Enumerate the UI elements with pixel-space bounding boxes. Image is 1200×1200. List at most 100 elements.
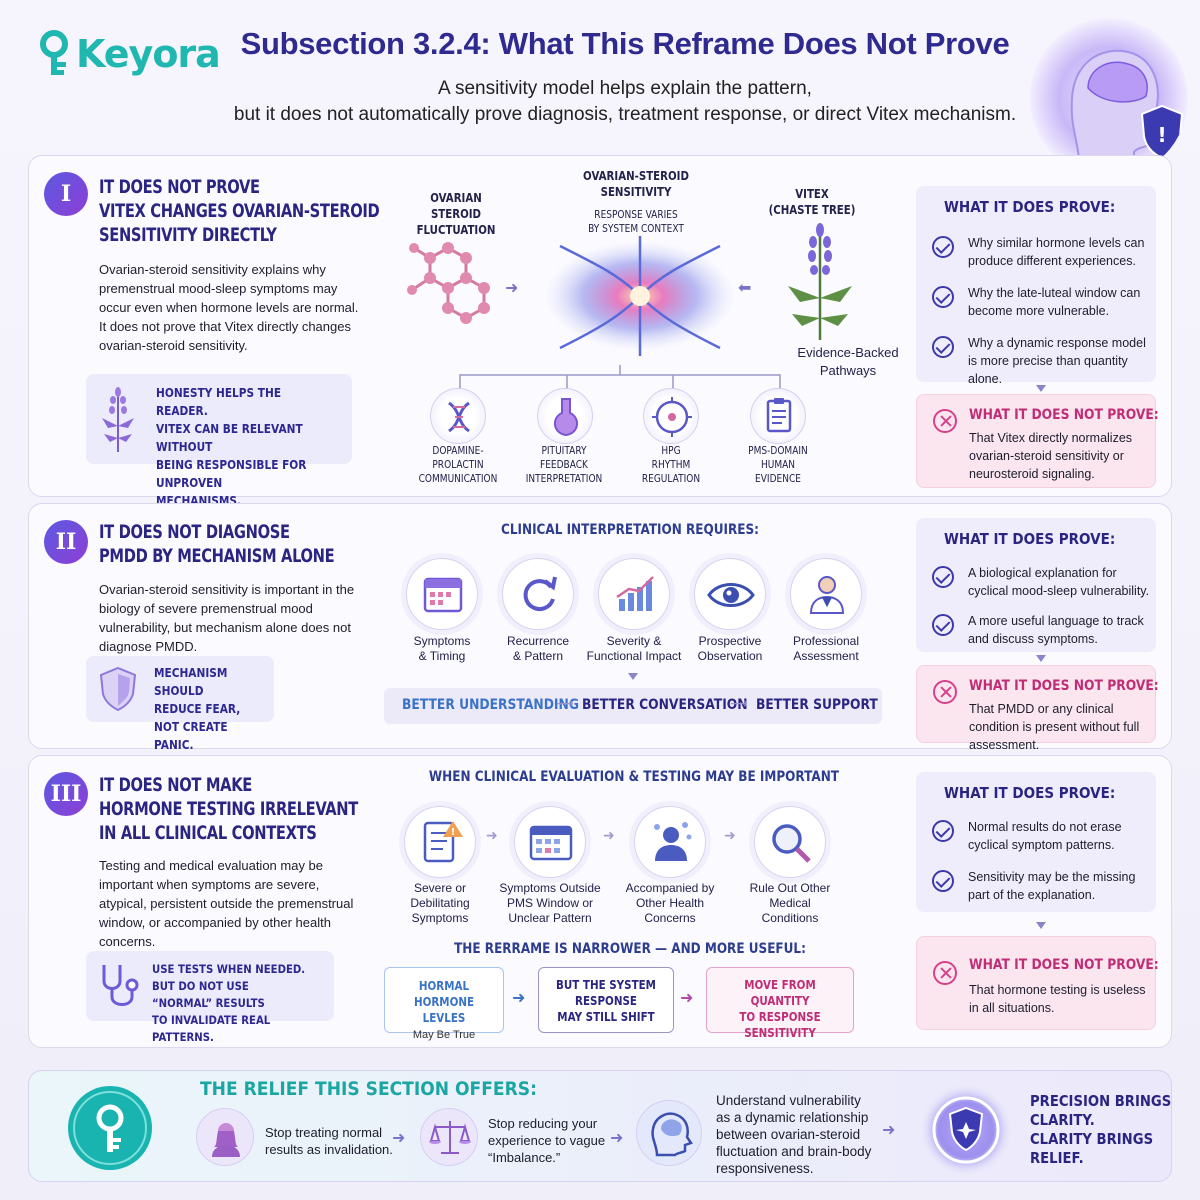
stethoscope-icon xyxy=(102,965,139,1006)
arrow-right-icon: ➜ xyxy=(680,988,694,1007)
prove-item: A biological explanation for cyclical mo… xyxy=(932,564,1149,604)
bar-chart-icon xyxy=(616,576,654,611)
check-circle-icon xyxy=(932,566,954,588)
section-3-body: Testing and medical evaluation may be im… xyxy=(99,858,354,949)
dna-icon xyxy=(448,401,470,433)
professional-assessment-node xyxy=(790,558,862,630)
clipboard-icon xyxy=(766,398,792,433)
vitex-chaste-tree-icon xyxy=(788,223,852,340)
proves-title: WHAT IT DOES PROVE: xyxy=(944,784,1116,802)
clinical-requires-title: CLINICAL INTERPRETATION REQUIRES: xyxy=(501,522,759,538)
severity-impact-label: Severity &Functional Impact xyxy=(586,634,682,663)
severity-impact-node xyxy=(598,558,670,630)
arrow-right-icon: ➜ xyxy=(486,828,498,844)
better-conversation-label: BETTER CONVERSATION xyxy=(582,697,748,713)
arrow-down-icon xyxy=(628,673,638,680)
proves-title: WHAT IT DOES PROVE: xyxy=(944,198,1116,216)
arrow-right-icon: ➜ xyxy=(505,278,519,297)
brand-name: Keyora xyxy=(76,32,221,76)
x-circle-icon xyxy=(933,680,957,704)
arrow-right-icon: ➜ xyxy=(610,1128,624,1147)
better-outcomes-chain: BETTER UNDERSTANDING ⟶ BETTER CONVERSATI… xyxy=(384,688,882,724)
section-1-proves-box: WHAT IT DOES PROVE: Why similar hormone … xyxy=(916,186,1156,386)
arrow-right-icon: ➜ xyxy=(392,1128,406,1147)
arrow-down-icon xyxy=(1036,655,1046,662)
better-support-label: BETTER SUPPORT xyxy=(756,697,878,713)
vitex-plant-icon xyxy=(102,387,134,452)
svg-text:!: ! xyxy=(1157,123,1166,147)
check-circle-icon xyxy=(932,870,954,892)
prospective-observation-node xyxy=(694,558,766,630)
pituitary-icon xyxy=(554,398,578,437)
recurrence-pattern-node xyxy=(502,558,574,630)
not-prove-text: That Vitex directly normalizes ovarian-s… xyxy=(969,431,1133,481)
key-logo-icon xyxy=(40,30,68,75)
not-prove-title: WHAT IT DOES NOT PROVE: xyxy=(969,678,1159,694)
prove-item: Normal results do not erase cyclical sym… xyxy=(932,818,1147,858)
not-prove-text: That PMDD or any clinical condition is p… xyxy=(969,702,1140,752)
woman-node xyxy=(196,1108,254,1166)
arrow-down-icon xyxy=(1036,385,1046,392)
steroid-molecule-icon xyxy=(407,242,490,324)
prove-item: Why similar hormone levels can produce d… xyxy=(932,234,1147,274)
relief-title: THE RELIEF THIS SECTION OFFERS: xyxy=(200,1078,537,1100)
vitex-label: VITEX(CHASTE TREE) xyxy=(768,187,856,217)
section-3-note: USE TESTS WHEN NEEDED.BUT DO NOT USE “NO… xyxy=(86,951,334,1044)
rhythm-icon xyxy=(652,397,692,437)
proves-title: WHAT IT DOES PROVE: xyxy=(944,530,1116,548)
calendar-grid-icon xyxy=(529,825,573,861)
better-understanding-label: BETTER UNDERSTANDING xyxy=(402,697,579,713)
symptoms-timing-label: Symptoms& Timing xyxy=(413,634,471,663)
section-1-note: HONESTY HELPS THE READER.VITEX CAN BE RE… xyxy=(86,374,352,508)
section-3-proves-box: WHAT IT DOES PROVE: Normal results do no… xyxy=(916,772,1156,912)
arrow-right-icon: ➜ xyxy=(603,828,615,844)
section-3-numeral: III xyxy=(44,772,88,816)
x-circle-icon xyxy=(933,409,957,433)
calendar-icon xyxy=(423,577,463,613)
check-circle-icon xyxy=(932,614,954,636)
pathway-connector-lines xyxy=(459,365,781,391)
section-1-note-text: HONESTY HELPS THE READER.VITEX CAN BE RE… xyxy=(156,386,307,508)
not-prove-title: WHAT IT DOES NOT PROVE: xyxy=(969,957,1159,973)
neuron-sensitivity-icon xyxy=(545,236,735,356)
prove-item: Sensitivity may be the missing part of t… xyxy=(932,868,1147,908)
checklist-warning-icon: ! xyxy=(423,821,463,863)
section-3-note-text: USE TESTS WHEN NEEDED.BUT DO NOT USE “NO… xyxy=(152,962,306,1044)
page-subtitle: A sensitivity model helps explain the pa… xyxy=(233,78,1017,125)
rhythm-node xyxy=(643,388,699,444)
outside-window-node xyxy=(514,806,586,878)
section-1-body: Ovarian-steroid sensitivity explains why… xyxy=(99,262,359,353)
prove-item: Why a dynamic response model is more pre… xyxy=(932,334,1147,386)
svg-text:!: ! xyxy=(451,827,456,838)
recurrence-pattern-label: Recurrence& Pattern xyxy=(506,634,570,663)
evidence-node xyxy=(750,388,806,444)
refresh-icon xyxy=(523,576,557,612)
not-prove-title: WHAT IT DOES NOT PROVE: xyxy=(969,407,1159,423)
page-title: Subsection 3.2.4: What This Reframe Does… xyxy=(240,26,1010,61)
section-1-not-prove-box: WHAT IT DOES NOT PROVE: That Vitex direc… xyxy=(916,394,1159,488)
symptoms-timing-node xyxy=(406,558,478,630)
arrow-left-icon: ⬅ xyxy=(738,278,752,297)
other-concerns-node xyxy=(634,806,706,878)
brand-logo: Keyora xyxy=(36,22,221,86)
